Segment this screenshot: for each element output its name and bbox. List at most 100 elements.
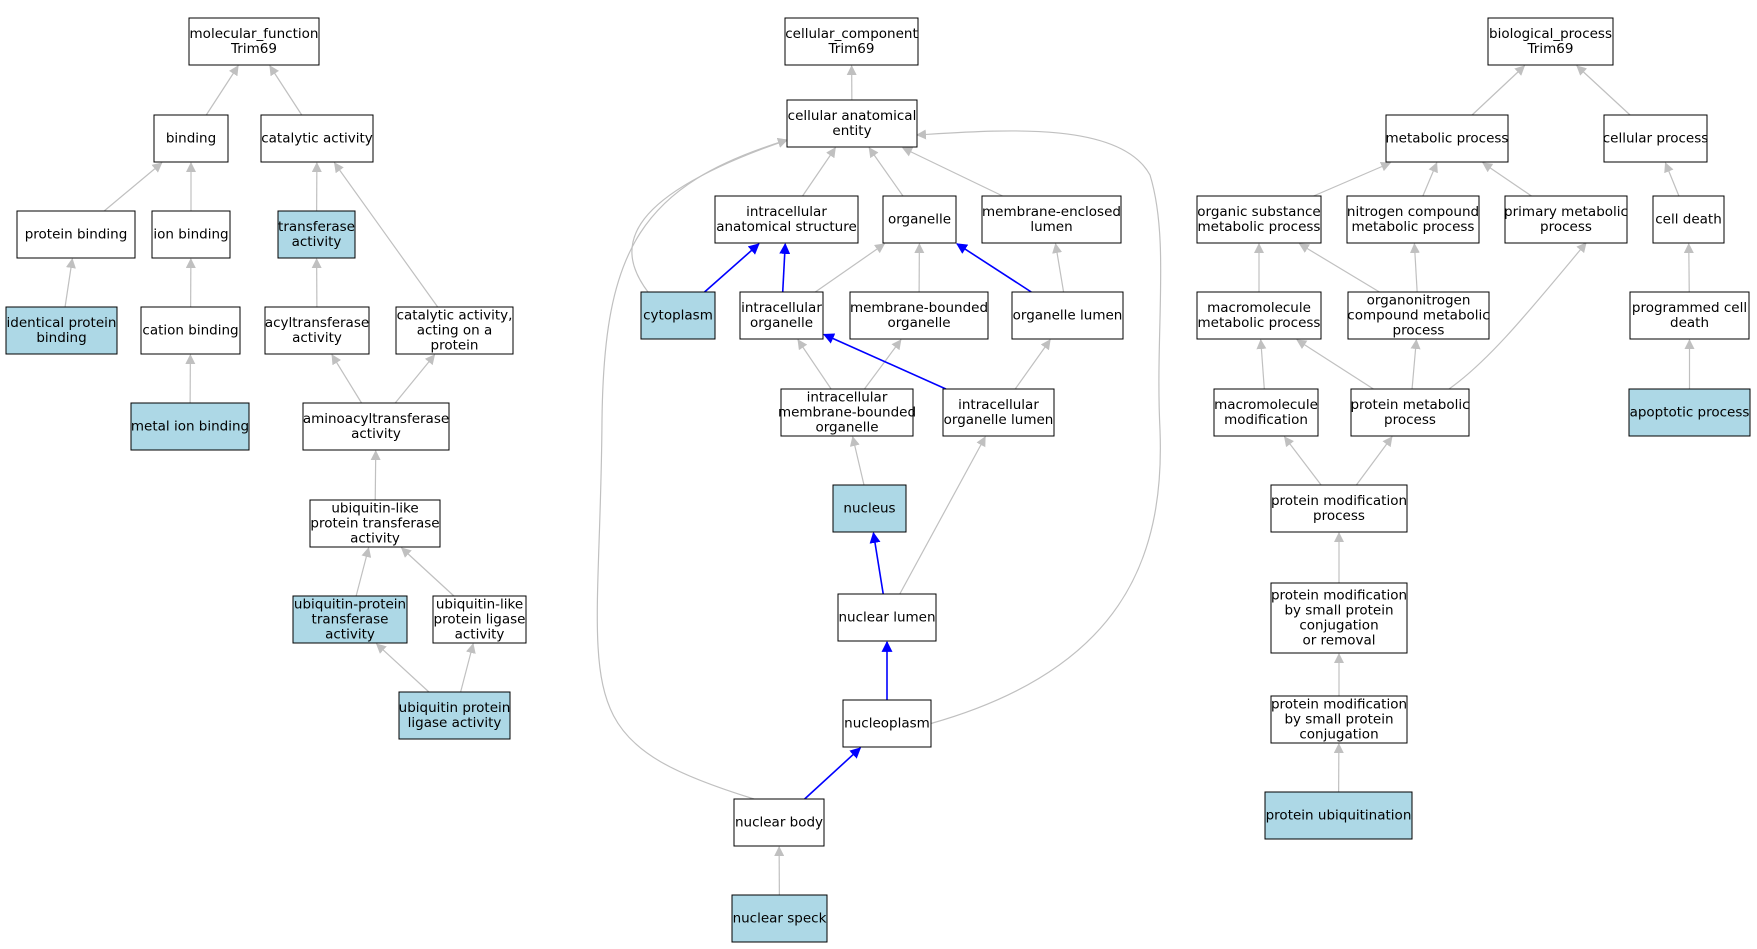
node-np[interactable]: nucleoplasm — [842, 699, 932, 748]
node-label-line: nuclear lumen — [838, 610, 935, 626]
node-label-line: protein binding — [25, 227, 128, 243]
node-protein-binding[interactable]: protein binding — [16, 210, 136, 259]
node-binding[interactable]: binding — [153, 114, 229, 163]
node-label-line: intracellular — [741, 300, 822, 316]
node-label-line: primary metabolic — [1504, 204, 1628, 220]
node-label-line: by small protein — [1284, 712, 1393, 728]
node-label-line: binding — [166, 131, 216, 147]
edge-protein_binding-to-binding — [103, 162, 163, 212]
edge-aminoacyltransferase-to-catalytic_on_protein — [394, 354, 436, 404]
node-label-line: membrane-bounded — [778, 405, 916, 421]
edge-np-to-cae — [916, 129, 1162, 725]
edge-organelle-to-cae — [868, 147, 904, 197]
node-nucleus[interactable]: nucleus — [832, 484, 907, 533]
node-box — [784, 17, 919, 66]
node-label-line: metabolic process — [1386, 131, 1509, 147]
node-label-line: activity — [350, 531, 400, 547]
edge-nb-to-cae — [596, 137, 788, 800]
node-label-line: Trim69 — [230, 41, 277, 57]
node-ol[interactable]: organelle lumen — [1011, 291, 1124, 340]
edge-cellular_process-to-bp — [1576, 65, 1631, 116]
edge-imbo-to-io — [797, 339, 832, 390]
node-metal-ion-binding[interactable]: metal ion binding — [130, 402, 250, 451]
node-cation-binding[interactable]: cation binding — [140, 306, 241, 355]
node-box — [832, 484, 907, 533]
node-cellular-process[interactable]: cellular process — [1603, 114, 1709, 163]
node-box — [1628, 388, 1751, 437]
node-apoptotic[interactable]: apoptotic process — [1628, 388, 1751, 437]
node-label-line: biological_process — [1489, 26, 1612, 42]
node-metabolic[interactable]: metabolic process — [1385, 114, 1509, 163]
node-label-line: apoptotic process — [1630, 405, 1750, 421]
node-label-line: activity — [292, 330, 342, 346]
node-label-line: cellular anatomical — [788, 108, 917, 124]
node-label-line: cytoplasm — [643, 308, 713, 324]
edge-identical_protein_binding-to-protein_binding — [64, 258, 76, 308]
edge-ubl_transferase-to-aminoacyltransferase — [370, 450, 381, 501]
node-cell-death[interactable]: cell death — [1652, 195, 1725, 244]
node-label-line: entity — [832, 123, 871, 139]
node-label-line: protein transferase — [310, 516, 439, 532]
node-ns[interactable]: nuclear speck — [731, 894, 828, 943]
node-label-line: modification — [1224, 412, 1308, 428]
edge-iol-to-ol — [1014, 339, 1051, 390]
node-organelle[interactable]: organelle — [882, 195, 957, 244]
node-label-line: nuclear body — [735, 815, 823, 831]
edge-imbo-to-mbo — [863, 339, 902, 390]
node-catalytic[interactable]: catalytic activity — [260, 114, 374, 163]
edge-pmp-to-metabolic — [1482, 162, 1532, 197]
node-label-line: transferase — [312, 612, 389, 628]
node-nb[interactable]: nuclear body — [733, 798, 825, 847]
node-label-line: protein ligase — [434, 612, 526, 628]
edge-ias-to-cae — [802, 147, 836, 197]
node-box — [395, 306, 514, 355]
node-label-line: organelle — [750, 315, 813, 331]
node-label-line: by small protein — [1284, 603, 1393, 619]
edge-protmp-to-mmp — [1296, 339, 1374, 390]
node-label-line: organonitrogen — [1367, 293, 1471, 309]
node-box — [1487, 17, 1614, 66]
node-label-line: process — [1540, 219, 1592, 235]
node-box — [16, 210, 136, 259]
node-ion-binding[interactable]: ion binding — [151, 210, 231, 259]
node-label-line: nitrogen compound — [1347, 204, 1479, 220]
node-label-line: organelle — [887, 315, 950, 331]
node-nl[interactable]: nuclear lumen — [837, 593, 937, 642]
node-box — [1213, 388, 1319, 437]
node-cytoplasm[interactable]: cytoplasm — [640, 291, 716, 340]
node-label-line: protein metabolic — [1350, 397, 1469, 413]
node-pub[interactable]: protein ubiquitination — [1264, 791, 1413, 840]
node-box — [398, 691, 511, 740]
